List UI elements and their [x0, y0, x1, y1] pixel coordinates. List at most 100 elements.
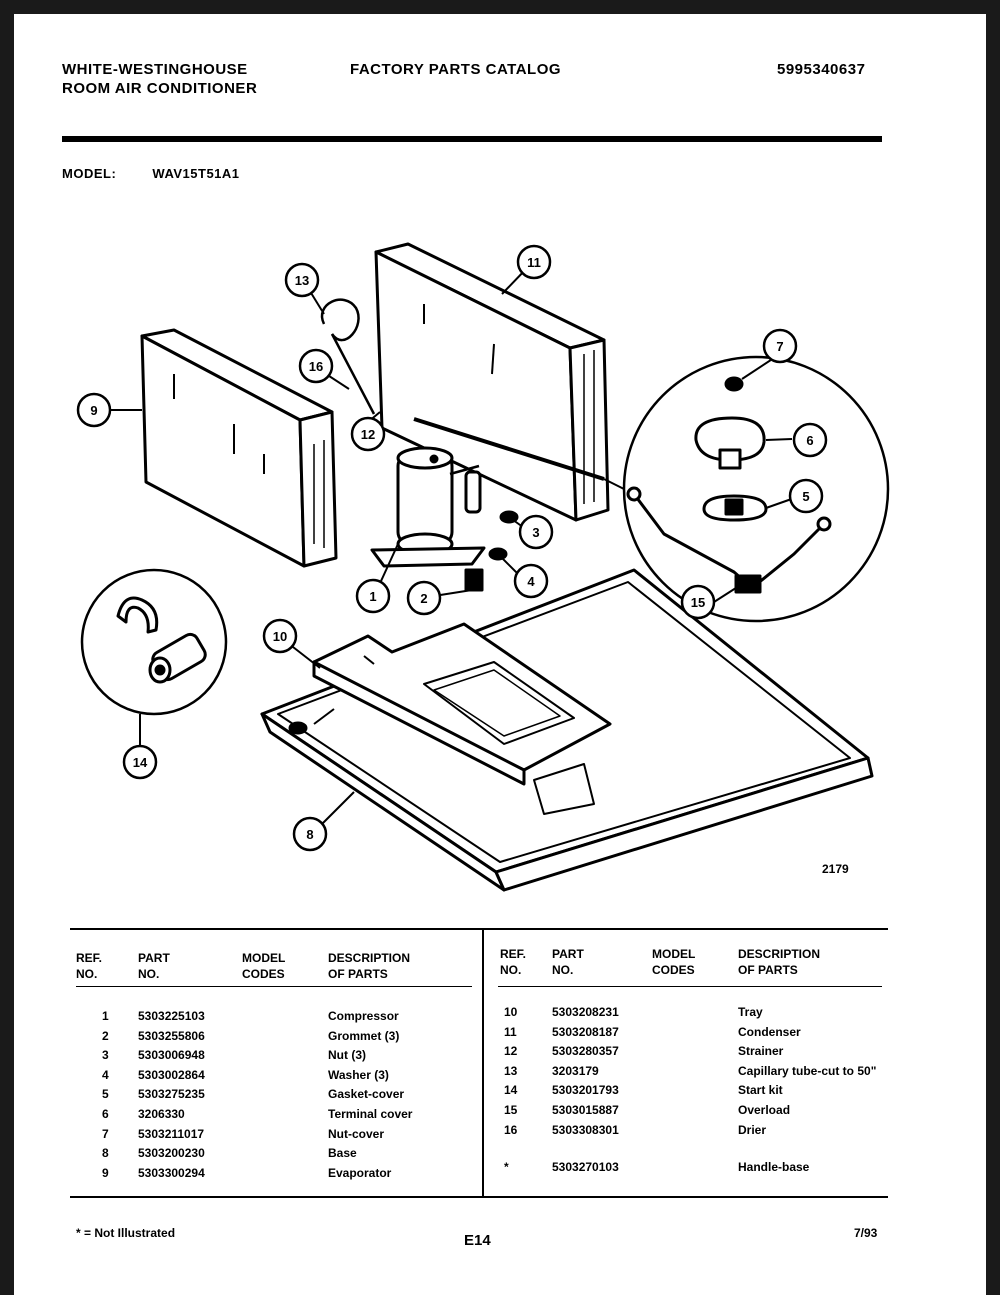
cell-ref: 13: [504, 1063, 518, 1078]
brand-line-1: WHITE-WESTINGHOUSE: [62, 61, 248, 78]
cell-desc: Start kit: [738, 1083, 783, 1098]
svg-text:4: 4: [527, 574, 535, 589]
model-label: MODEL:: [62, 166, 117, 181]
cell-ref: 15: [504, 1103, 518, 1117]
callout-11: 11: [516, 244, 552, 280]
left-header-part: PART NO.: [138, 951, 170, 981]
callout-1: 1: [355, 578, 391, 614]
cell-part: 5303255806: [138, 1028, 205, 1043]
catalog-title: FACTORY PARTS CATALOG: [350, 61, 562, 78]
header-rule: [62, 136, 882, 142]
cell-part: 5303208187: [552, 1024, 619, 1039]
svg-text:7: 7: [776, 339, 783, 354]
svg-text:9: 9: [90, 403, 97, 418]
svg-text:2: 2: [420, 591, 427, 606]
cell-part: 3206330: [138, 1107, 185, 1121]
cell-ref: 11: [504, 1024, 517, 1039]
cell-ref: 8: [102, 1146, 109, 1161]
table-bottom-rule: [70, 1196, 888, 1198]
brand-block: WHITE-WESTINGHOUSE ROOM AIR CONDITIONER: [62, 60, 257, 98]
table-row: 11 5303208187 Condenser: [14, 1022, 986, 1042]
cell-desc: Washer (3): [328, 1067, 389, 1082]
cell-ref: *: [504, 1160, 509, 1175]
cell-part: 5303200230: [138, 1146, 205, 1161]
table-row: 13 3203179 Capillary tube-cut to 50": [14, 1061, 986, 1081]
svg-text:5: 5: [802, 489, 809, 504]
cell-ref: 4: [102, 1067, 109, 1082]
compressor-drawing: [370, 446, 486, 568]
callout-16: 16: [298, 348, 334, 384]
right-header-model: MODEL CODES: [652, 947, 696, 977]
table-divider: [482, 930, 484, 1196]
callout-12: 12: [350, 416, 386, 452]
cell-ref: 14: [504, 1083, 518, 1098]
figure-number: 2179: [822, 862, 849, 876]
callout-6: 6: [792, 422, 828, 458]
cell-part: 3203179: [552, 1063, 599, 1078]
callout-13: 13: [284, 262, 320, 298]
svg-text:1: 1: [369, 589, 376, 604]
table-row: 16 5303308301 Drier: [14, 1120, 986, 1140]
page-id: E14: [464, 1232, 491, 1249]
parts-catalog-page: WHITE-WESTINGHOUSE ROOM AIR CONDITIONER …: [14, 14, 986, 1295]
cell-desc: Compressor: [328, 1009, 399, 1023]
svg-text:3: 3: [532, 525, 539, 540]
callout-5: 5: [788, 478, 824, 514]
cell-desc: Condenser: [738, 1024, 801, 1039]
svg-text:8: 8: [306, 827, 313, 842]
cell-desc: Evaporator: [328, 1165, 392, 1180]
cell-desc: Capillary tube-cut to 50": [738, 1063, 877, 1078]
date-code: 7/93: [854, 1226, 878, 1240]
cell-ref: 1: [102, 1009, 109, 1023]
table-row: 10 5303208231 Tray: [14, 1002, 986, 1022]
start-kit-drawing: [116, 596, 207, 684]
cell-part: 5303208231: [552, 1005, 619, 1019]
left-header-rule: [76, 986, 472, 987]
svg-text:13: 13: [295, 273, 309, 288]
cell-ref: 7: [102, 1126, 109, 1141]
callout-10: 10: [262, 618, 298, 654]
cell-desc: Nut (3): [328, 1048, 366, 1063]
exploded-parts-diagram: 1 2 3 4 5 6 7 8 9 10 11 12 13 14 15 16: [76, 242, 890, 892]
callout-3: 3: [518, 514, 554, 550]
catalog-number: 5995340637: [777, 61, 866, 78]
brand-line-2: ROOM AIR CONDITIONER: [62, 80, 258, 97]
svg-text:12: 12: [361, 427, 375, 442]
cell-part: 5303225103: [138, 1009, 205, 1023]
cell-desc: Terminal cover: [328, 1107, 413, 1121]
cell-ref: 3: [102, 1048, 109, 1063]
callout-2: 2: [406, 580, 442, 616]
table-row: 6 3206330 Terminal cover: [14, 1104, 986, 1124]
cell-ref: 16: [504, 1122, 518, 1137]
svg-text:10: 10: [273, 629, 287, 644]
cell-ref: 6: [102, 1107, 109, 1121]
right-header-part: PART NO.: [552, 947, 584, 977]
cell-part: 5303308301: [552, 1122, 619, 1137]
right-header-ref: REF. NO.: [500, 947, 527, 977]
callout-9: 9: [76, 392, 112, 428]
cell-part: 5303270103: [552, 1160, 619, 1175]
table-top-rule: [70, 928, 888, 930]
callout-14: 14: [122, 744, 158, 780]
left-header-model: MODEL CODES: [242, 951, 286, 981]
cell-desc: Grommet (3): [328, 1028, 400, 1043]
cell-part: 5303300294: [138, 1165, 205, 1180]
table-row: 1 5303225103 Compressor: [14, 1006, 986, 1026]
cell-desc: Drier: [738, 1122, 767, 1137]
callout-15: 15: [680, 584, 716, 620]
cell-desc: Tray: [738, 1005, 763, 1019]
cell-ref: 5: [102, 1087, 109, 1102]
cell-ref: 10: [504, 1005, 518, 1019]
left-header-desc: DESCRIPTION OF PARTS: [328, 951, 411, 981]
cell-desc: Gasket-cover: [328, 1087, 405, 1102]
svg-text:14: 14: [133, 755, 148, 770]
cell-ref: 9: [102, 1165, 109, 1180]
